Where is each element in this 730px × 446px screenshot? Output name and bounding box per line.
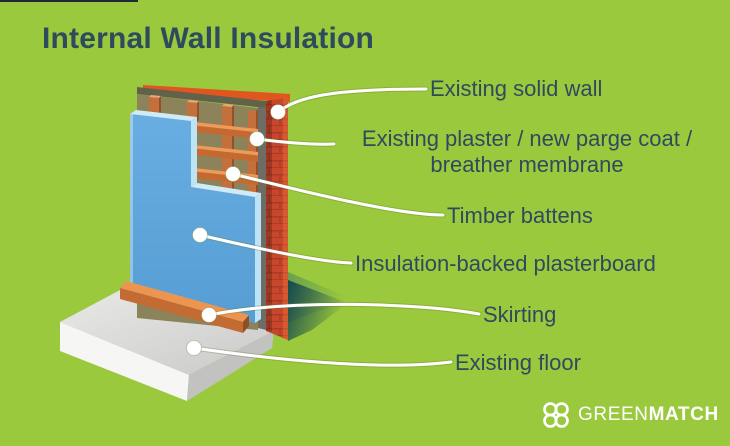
label-plaster-line2: breather membrane — [430, 152, 624, 177]
logo-wordmark: GREENMATCH — [578, 404, 719, 426]
callout-line-insulation — [198, 233, 353, 265]
callout-line-timber-battens — [231, 172, 445, 217]
callout-line-existing-floor — [192, 346, 453, 367]
callout-dot-skirting — [201, 307, 217, 323]
label-existing-solid-wall: Existing solid wall — [430, 76, 603, 101]
logo-word-match: MATCH — [648, 404, 719, 425]
brick-wall-graphic — [266, 98, 288, 340]
callout-line-existing-solid-wall — [276, 87, 428, 114]
callout-line-plaster — [255, 137, 336, 146]
label-skirting: Skirting — [483, 302, 557, 327]
label-existing-floor: Existing floor — [455, 350, 581, 375]
label-plaster-line1: Existing plaster / new parge coat / — [361, 126, 693, 151]
label-insulation-backed-plasterboard: Insulation-backed plasterboard — [355, 251, 656, 276]
wall-shadow-graphic — [288, 272, 352, 341]
callout-dot-existing-solid-wall — [270, 104, 286, 120]
label-timber-battens: Timber battens — [447, 203, 593, 228]
insulation-board-graphic — [130, 110, 261, 323]
page-title: Internal Wall Insulation — [42, 22, 375, 55]
existing-floor-graphic — [60, 289, 274, 401]
clover-icon — [543, 402, 569, 428]
greenmatch-logo: GREENMATCH — [540, 398, 719, 432]
callout-dot-insulation — [192, 227, 208, 243]
callout-dot-timber-battens — [225, 166, 241, 182]
logo-word-green: GREEN — [578, 404, 649, 425]
callout-dot-existing-floor — [186, 340, 202, 356]
callout-lines — [186, 86, 482, 368]
top-left-bar — [0, 0, 138, 2]
callout-line-skirting — [207, 302, 481, 317]
callout-dot-plaster — [249, 131, 265, 147]
label-plaster-parge-membrane: Existing plaster / new parge coat / brea… — [330, 126, 724, 178]
